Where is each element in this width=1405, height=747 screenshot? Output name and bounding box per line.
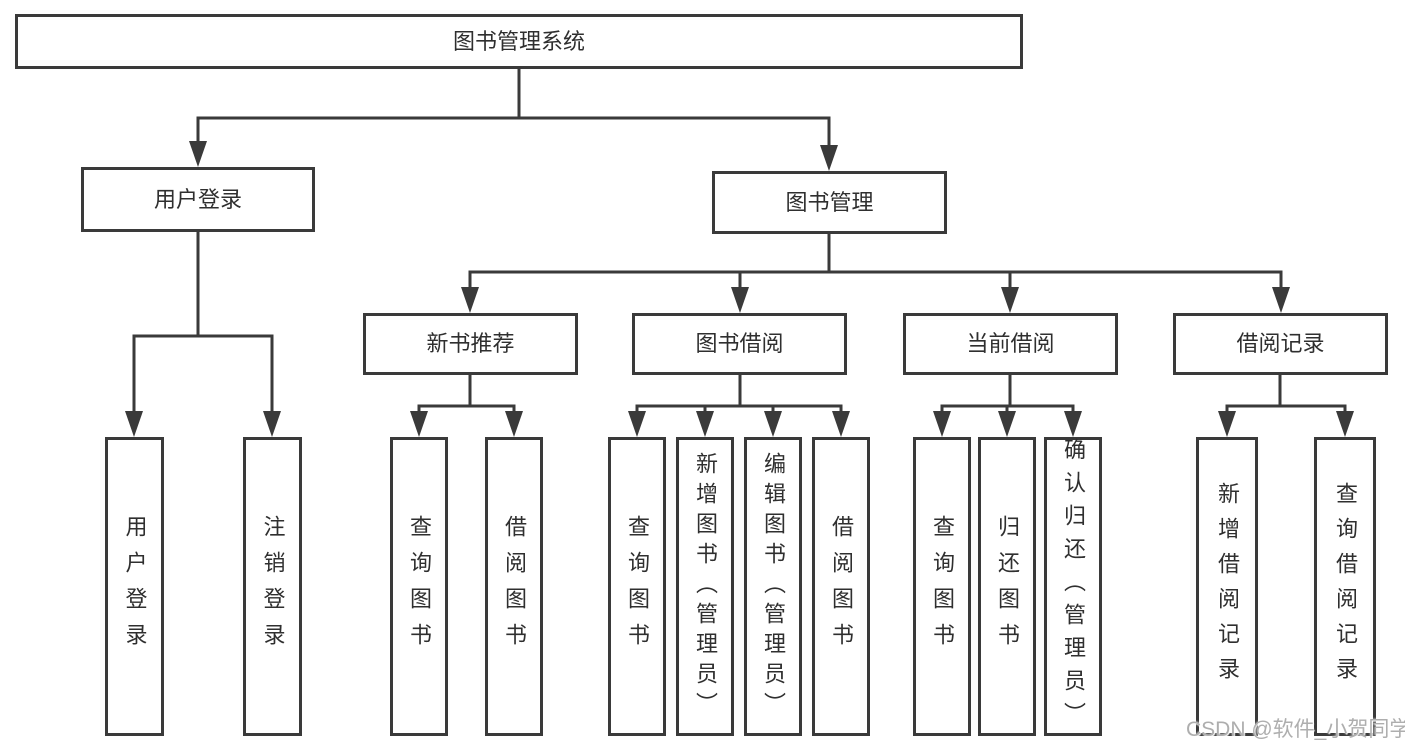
leaf-return-book-label: 归还图书 (995, 514, 1020, 659)
leaf-query-book-2-label: 查询图书 (625, 514, 650, 659)
node-root-label: 图书管理系统 (452, 28, 585, 54)
leaf-user-login: 用户登录 (105, 437, 164, 736)
leaf-borrow-book-1: 借阅图书 (485, 437, 543, 736)
leaf-query-book-1-label: 查询图书 (407, 514, 432, 659)
leaf-borrow-book-2-label: 借阅图书 (829, 514, 854, 659)
node-root: 图书管理系统 (15, 14, 1023, 69)
node-current-borrow: 当前借阅 (903, 313, 1118, 375)
leaf-logout: 注销登录 (243, 437, 302, 736)
leaf-edit-book-admin-label: 编辑图书（管理员） (761, 451, 786, 722)
leaf-user-login-label: 用户登录 (122, 514, 148, 659)
node-book-management: 图书管理 (712, 171, 947, 234)
leaf-add-borrow-record: 新增借阅记录 (1196, 437, 1258, 736)
leaf-return-book: 归还图书 (978, 437, 1036, 736)
node-new-book-recommend: 新书推荐 (363, 313, 578, 375)
leaf-borrow-book-1-label: 借阅图书 (502, 514, 527, 659)
watermark-text: CSDN @软件_小贺同学 (1186, 718, 1405, 741)
leaf-query-book-3: 查询图书 (913, 437, 971, 736)
leaf-edit-book-admin: 编辑图书（管理员） (744, 437, 802, 736)
leaf-add-borrow-record-label: 新增借阅记录 (1215, 481, 1240, 692)
leaf-query-book-1: 查询图书 (390, 437, 448, 736)
node-book-management-label: 图书管理 (785, 189, 874, 215)
node-borrow-record-label: 借阅记录 (1236, 331, 1325, 356)
leaf-query-book-2: 查询图书 (608, 437, 666, 736)
leaf-confirm-return-admin-label: 确认归还（管理员） (1061, 438, 1086, 735)
leaf-query-book-3-label: 查询图书 (930, 514, 955, 659)
node-borrow-record: 借阅记录 (1173, 313, 1388, 375)
node-book-borrow-label: 图书借阅 (695, 331, 784, 356)
leaf-query-borrow-record: 查询借阅记录 (1314, 437, 1376, 736)
leaf-borrow-book-2: 借阅图书 (812, 437, 870, 736)
node-current-borrow-label: 当前借阅 (966, 331, 1055, 356)
arrowheads (125, 141, 1354, 437)
leaf-add-book-admin: 新增图书（管理员） (676, 437, 734, 736)
node-user-login: 用户登录 (81, 167, 315, 232)
node-new-book-recommend-label: 新书推荐 (426, 331, 515, 356)
leaf-confirm-return-admin: 确认归还（管理员） (1044, 437, 1102, 736)
node-user-login-label: 用户登录 (153, 186, 242, 212)
leaf-add-book-admin-label: 新增图书（管理员） (693, 451, 718, 722)
leaf-query-borrow-record-label: 查询借阅记录 (1333, 481, 1358, 692)
node-book-borrow: 图书借阅 (632, 313, 847, 375)
leaf-logout-label: 注销登录 (260, 514, 286, 659)
